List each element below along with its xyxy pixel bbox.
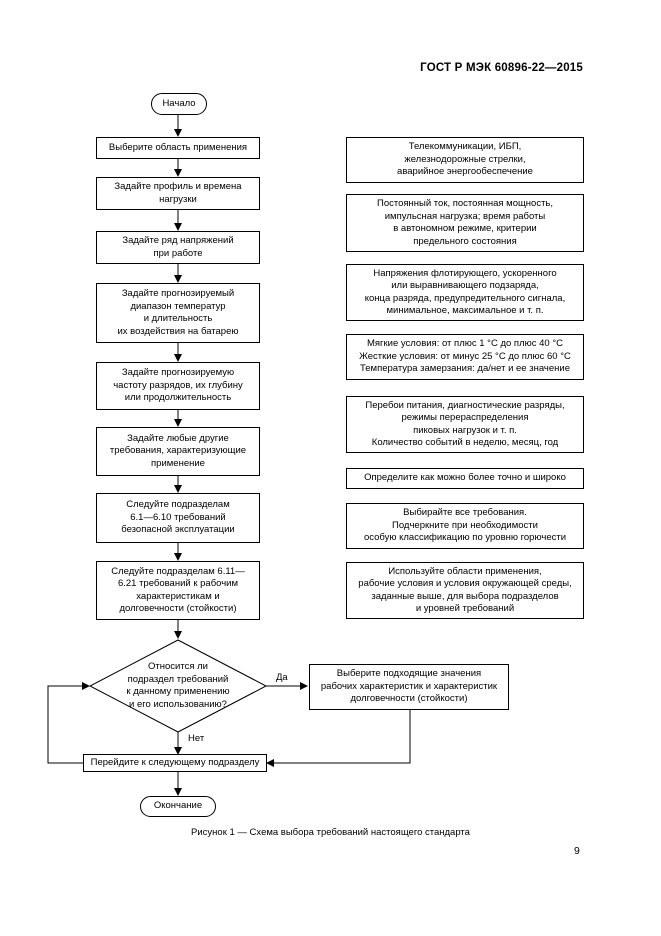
note-define-precisely: Определите как можно более точно и широк… [346, 468, 584, 489]
yes-label: Да [276, 672, 288, 683]
start-terminal: Начало [151, 93, 207, 115]
step-other-requirements: Задайте любые другие требования, характе… [96, 427, 260, 476]
note-use-application-areas: Используйте области применения, рабочие … [346, 562, 584, 619]
page-number: 9 [574, 845, 580, 857]
note-discharge-events: Перебои питания, диагностические разряды… [346, 396, 584, 453]
step-voltage-range: Задайте ряд напряжений при работе [96, 231, 260, 264]
step-select-application: Выберите область применения [96, 137, 260, 159]
note-temperature-conditions: Мягкие условия: от плюс 1 °С до плюс 40 … [346, 334, 584, 380]
step-load-profile: Задайте профиль и времена нагрузки [96, 177, 260, 210]
decision-applicable-subclause: Относится ли подраздел требований к данн… [126, 661, 230, 710]
no-label: Нет [188, 733, 205, 744]
end-terminal: Окончание [140, 796, 216, 817]
step-performance-subclauses: Следуйте подразделам 6.11— 6.21 требован… [96, 561, 260, 620]
note-application-areas: Телекоммуникации, ИБП, железнодорожные с… [346, 137, 584, 183]
document-header: ГОСТ Р МЭК 60896-22—2015 [420, 62, 583, 74]
note-select-all-requirements: Выбирайте все требования. Подчеркните пр… [346, 503, 584, 549]
step-discharge-frequency: Задайте прогнозируемую частоту разрядов,… [96, 362, 260, 410]
action-select-values: Выберите подходящие значения рабочих хар… [309, 664, 509, 710]
note-voltages: Напряжения флотирующего, ускоренного или… [346, 264, 584, 321]
step-temperature-range: Задайте прогнозируемый диапазон температ… [96, 283, 260, 343]
step-next-subclause: Перейдите к следующему подразделу [83, 754, 267, 772]
note-load-profile: Постоянный ток, постоянная мощность, имп… [346, 194, 584, 252]
figure-caption: Рисунок 1 — Схема выбора требований наст… [191, 827, 470, 838]
step-safety-subclauses: Следуйте подразделам 6.1—6.10 требований… [96, 493, 260, 543]
